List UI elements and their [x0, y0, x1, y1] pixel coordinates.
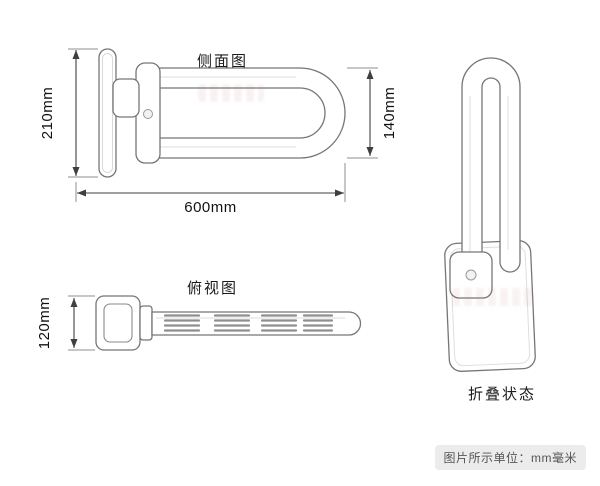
grip-section [213, 314, 251, 332]
grip-section [163, 314, 201, 332]
watermark [452, 288, 534, 306]
watermark [198, 84, 264, 102]
folded-view-drawing [444, 57, 536, 372]
side-view-drawing [98, 48, 346, 178]
wall-plate-detail [102, 53, 113, 173]
hinge-collar-top [139, 305, 153, 341]
dimension-label-600mm: 600mm [184, 199, 237, 216]
grip-section [260, 314, 298, 332]
hinge-collar [112, 78, 140, 118]
side-view-title: 侧面图 [196, 53, 248, 70]
grip-ribs [163, 314, 334, 332]
pivot-pin-folded [465, 269, 477, 281]
side-view-dimension-lines [72, 50, 374, 197]
top-view-extension-lines [68, 295, 95, 351]
wall-plate-folded-detail [449, 245, 531, 367]
dimension-label-140mm: 140mm [381, 86, 398, 140]
grip-section [302, 314, 334, 332]
top-view-drawing [95, 295, 362, 351]
u-bar-tube [151, 67, 346, 159]
u-bar-folded [461, 57, 521, 279]
dimension-label-210mm: 210mm [39, 86, 56, 140]
units-note: 图片所示单位：mm毫米 [434, 445, 586, 470]
folded-view-title: 折叠状态 [467, 386, 536, 403]
dimension-label-120mm: 120mm [36, 296, 53, 350]
wall-plate-top-detail [103, 303, 133, 343]
top-view-title: 俯视图 [186, 280, 238, 297]
pivot-pin [143, 109, 153, 119]
side-view-extension-lines [68, 48, 378, 202]
